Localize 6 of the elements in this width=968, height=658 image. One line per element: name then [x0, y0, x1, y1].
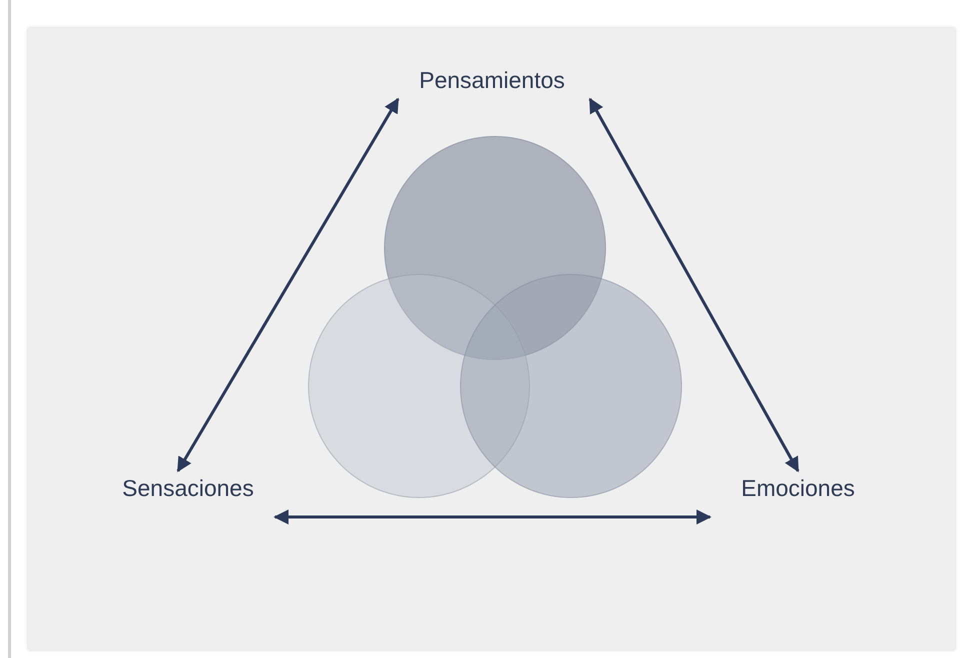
double-arrow: [588, 98, 800, 472]
node-label: Pensamientos: [392, 66, 592, 96]
node-label: Emociones: [718, 474, 878, 504]
double-arrow: [274, 510, 712, 524]
double-arrow: [176, 98, 400, 472]
node-label: Sensaciones: [98, 474, 278, 504]
